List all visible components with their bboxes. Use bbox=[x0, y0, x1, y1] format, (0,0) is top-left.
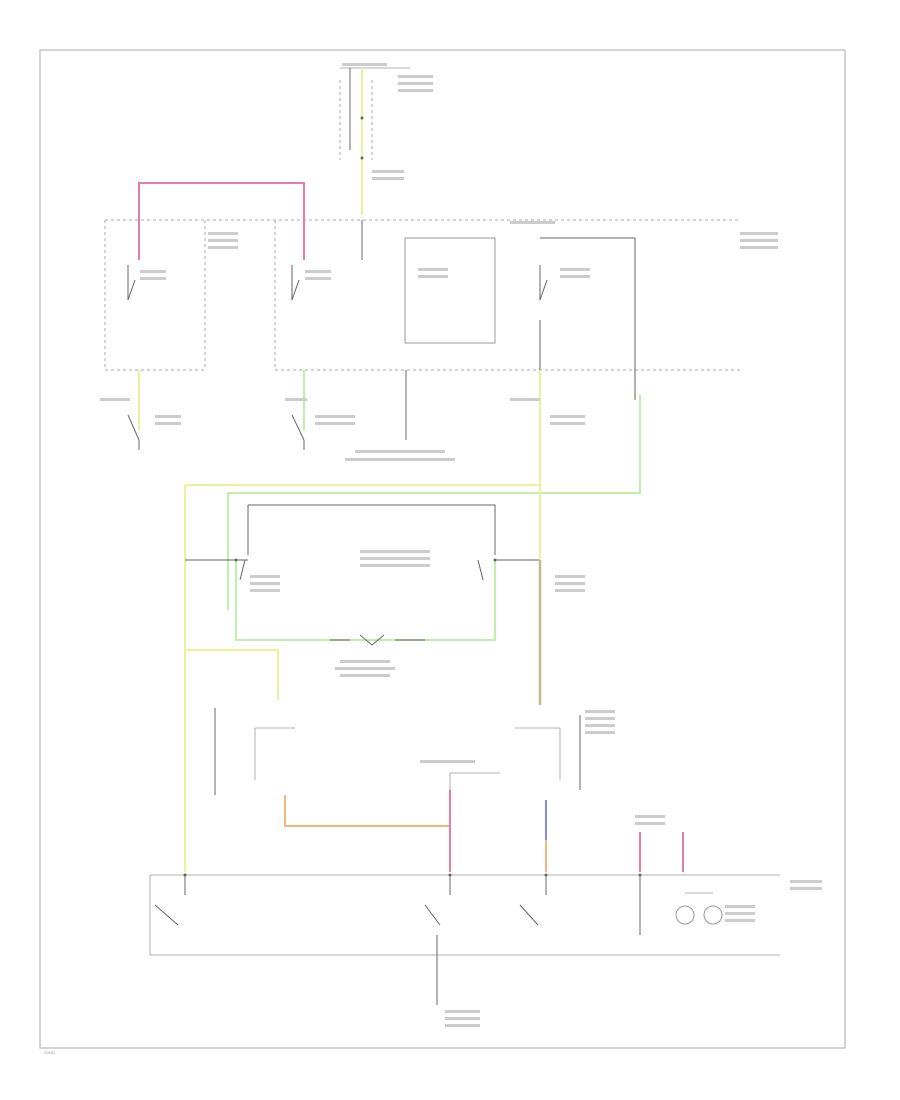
green-wire-right bbox=[227, 395, 641, 610]
control-module bbox=[185, 504, 540, 646]
relay-switches-top bbox=[127, 220, 636, 370]
bottom-switch-unit bbox=[149, 873, 780, 1005]
illegible-labels bbox=[100, 63, 822, 1027]
pink-wire-loop bbox=[138, 182, 305, 260]
battery-feed-section bbox=[339, 67, 410, 215]
page-code: S0602 bbox=[44, 1051, 55, 1055]
orange-wire bbox=[284, 795, 451, 872]
diagram-border bbox=[39, 49, 846, 1049]
